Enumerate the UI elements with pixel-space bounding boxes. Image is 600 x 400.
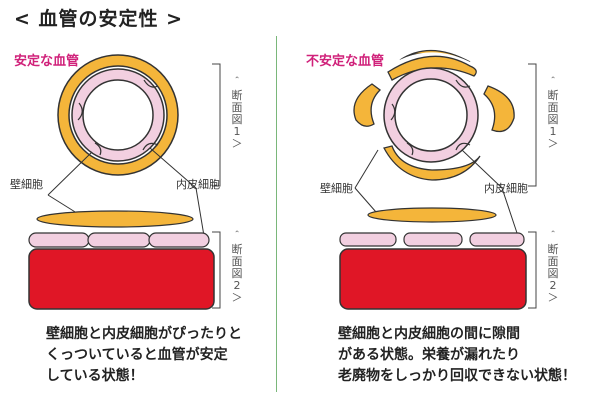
stable-pericyte-label: 壁細胞	[10, 178, 43, 191]
unstable-endothelial-label: 内皮細胞	[484, 182, 528, 195]
unstable-lumen	[394, 78, 468, 152]
unstable-pericyte-layer	[367, 207, 497, 223]
unstable-description: 壁細胞と内皮細胞の間に隙間 がある状態。栄養が漏れたり 老廃物をしっかり回収でき…	[338, 326, 576, 384]
unstable-pericyte-right	[483, 85, 515, 133]
stable-heading: 安定な血管	[14, 54, 80, 69]
unstable-pericyte-left	[353, 83, 381, 127]
stable-blood-flow	[28, 248, 215, 310]
stable-description: 壁細胞と内皮細胞がぴったりと くっついていると血管が安定 している状態！	[46, 326, 242, 384]
stable-endothelial-cell	[148, 232, 210, 248]
panel-divider	[276, 36, 277, 392]
unstable-endothelial-cell	[469, 232, 525, 247]
unstable-pericyte-bottom	[383, 145, 481, 181]
stable-endothelial-label: 内皮細胞	[176, 178, 220, 191]
stable-endothelial-cell	[28, 232, 90, 248]
unstable-pericyte-label: 壁細胞	[320, 182, 353, 195]
stable-endothelial-cell	[87, 232, 151, 248]
unstable-heading: 不安定な血管	[306, 54, 385, 69]
stable-lumen	[82, 79, 154, 151]
page-title: < 血管の安定性 >	[14, 8, 184, 30]
unstable-blood-flow	[339, 248, 527, 310]
stable-cross-section	[57, 54, 179, 176]
stable-pericyte-layer	[36, 210, 194, 228]
unstable-cross-section	[353, 49, 515, 181]
unstable-endothelial-cell	[403, 232, 463, 247]
unstable-endothelial-cell	[339, 232, 397, 247]
